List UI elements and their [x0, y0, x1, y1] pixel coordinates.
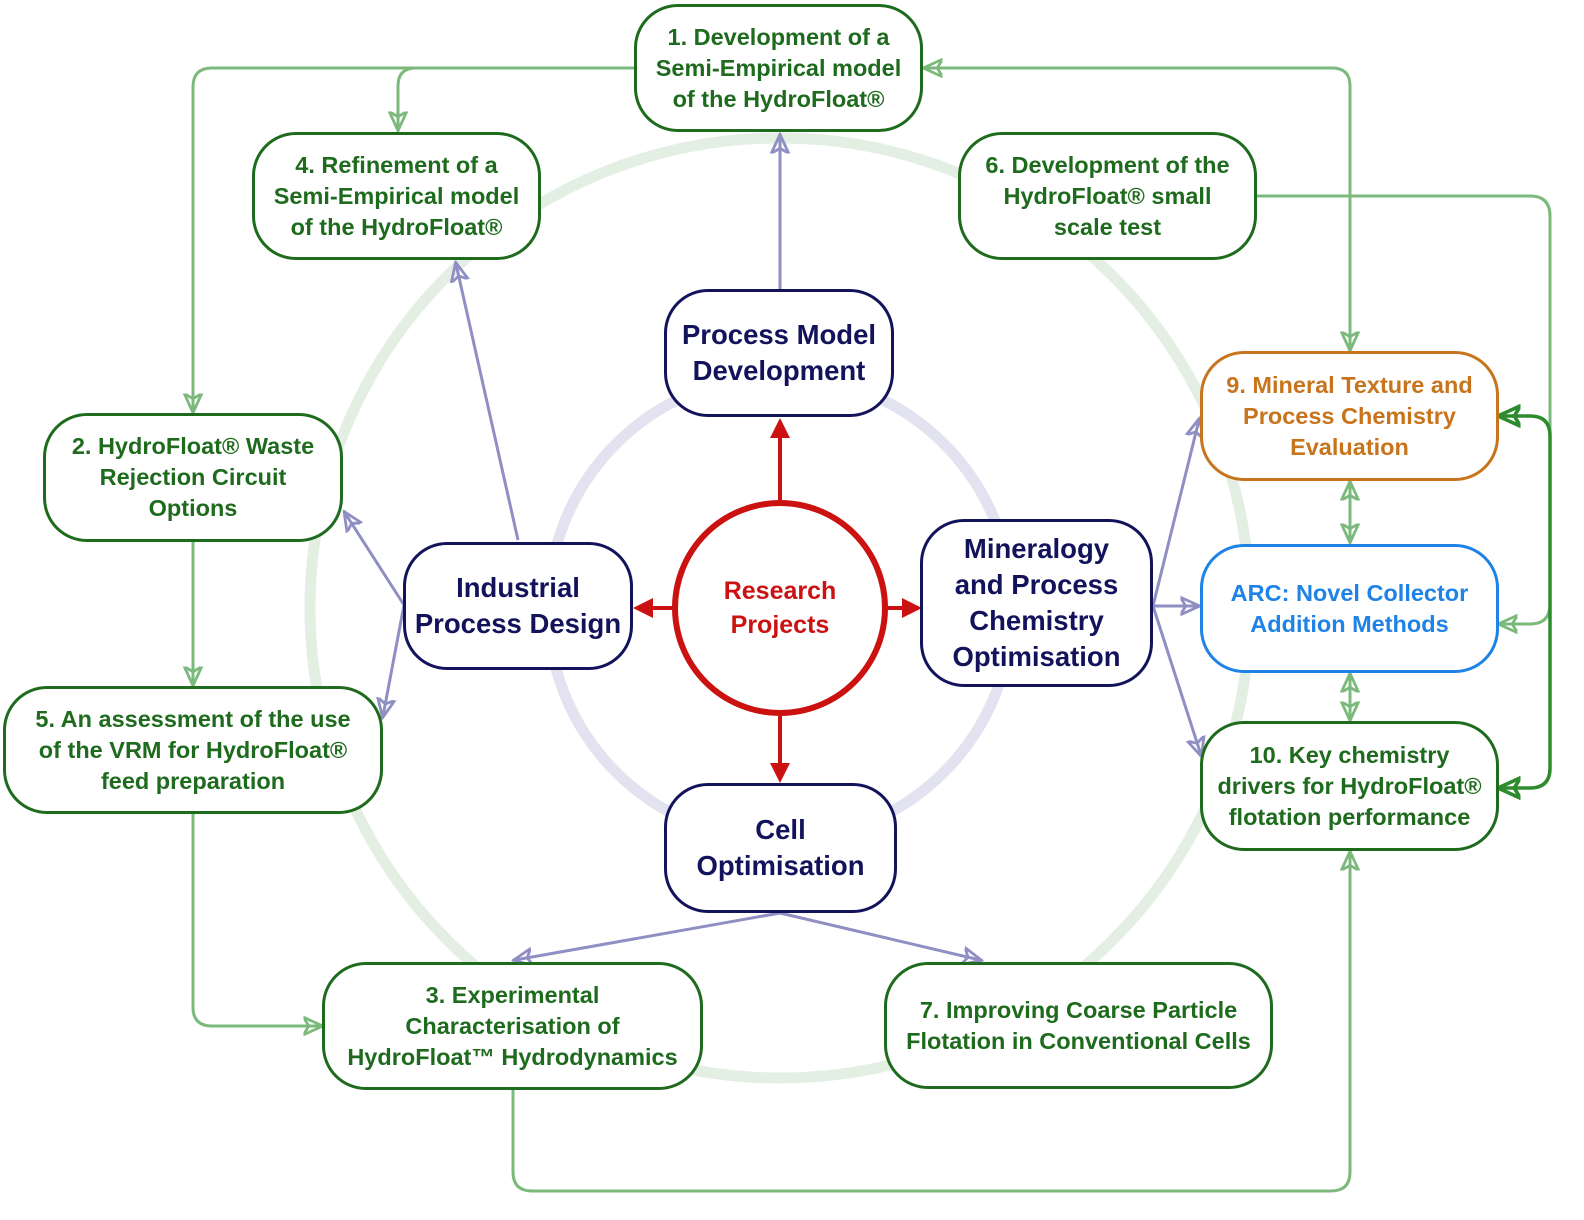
project-2-node: 2. HydroFloat® Waste Rejection Circuit O… [43, 413, 343, 542]
arrow-industrial-to-p4 [456, 264, 520, 541]
project-4-node: 4. Refinement of a Semi-Empirical model … [252, 132, 541, 260]
project-9-node: 9. Mineral Texture and Process Chemistry… [1200, 351, 1499, 481]
arc-novel-collector-node: ARC: Novel Collector Addition Methods [1200, 544, 1499, 673]
research-projects-hub: Research Projects [672, 500, 888, 716]
industrial-process-design-node: Industrial Process Design [403, 542, 633, 670]
connector-p3-to-p10 [511, 853, 1350, 1193]
connector-p1-to-p4 [398, 66, 634, 129]
project-1-node: 1. Development of a Semi-Empirical model… [634, 4, 923, 132]
arrow-mineralogy-to-p9 [1151, 420, 1199, 607]
arrow-cell-to-p3 [515, 911, 781, 960]
connector-p1-to-p2 [193, 66, 634, 411]
mineralogy-process-chemistry-node: Mineralogy and Process Chemistry Optimis… [920, 519, 1153, 687]
arrow-industrial-to-p2 [345, 513, 406, 606]
project-5-node: 5. An assessment of the use of the VRM f… [3, 686, 383, 814]
project-3-node: 3. Experimental Characterisation of Hydr… [322, 962, 703, 1090]
project-10-node: 10. Key chemistry drivers for HydroFloat… [1200, 721, 1499, 851]
project-6-node: 6. Development of the HydroFloat® small … [958, 132, 1257, 260]
connector-p5-to-p3 [191, 814, 321, 1026]
arrow-mineralogy-to-p10 [1151, 605, 1201, 755]
project-7-node: 7. Improving Coarse Particle Flotation i… [884, 962, 1273, 1089]
connector-p9-p10-dark [1500, 416, 1552, 788]
arrow-cell-to-p7 [779, 911, 980, 960]
connector-p6-to-arc [1257, 194, 1552, 624]
process-model-development-node: Process Model Development [664, 289, 894, 417]
cell-optimisation-node: Cell Optimisation [664, 783, 897, 913]
connector-p9-to-p1 [925, 68, 1352, 351]
arrow-industrial-to-p5 [383, 604, 406, 716]
